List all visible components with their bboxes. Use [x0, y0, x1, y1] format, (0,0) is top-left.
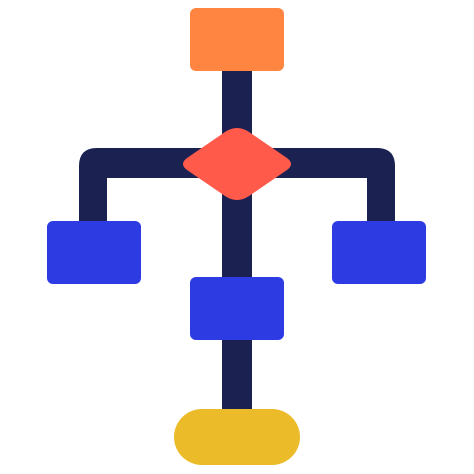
start-box	[190, 8, 284, 71]
end-terminal-pill	[174, 409, 300, 465]
right-process-box	[332, 221, 426, 284]
left-process-box	[47, 221, 141, 284]
vertical-trunk-line	[222, 60, 252, 420]
decision-diamond	[183, 128, 291, 200]
center-process-box	[190, 277, 284, 340]
